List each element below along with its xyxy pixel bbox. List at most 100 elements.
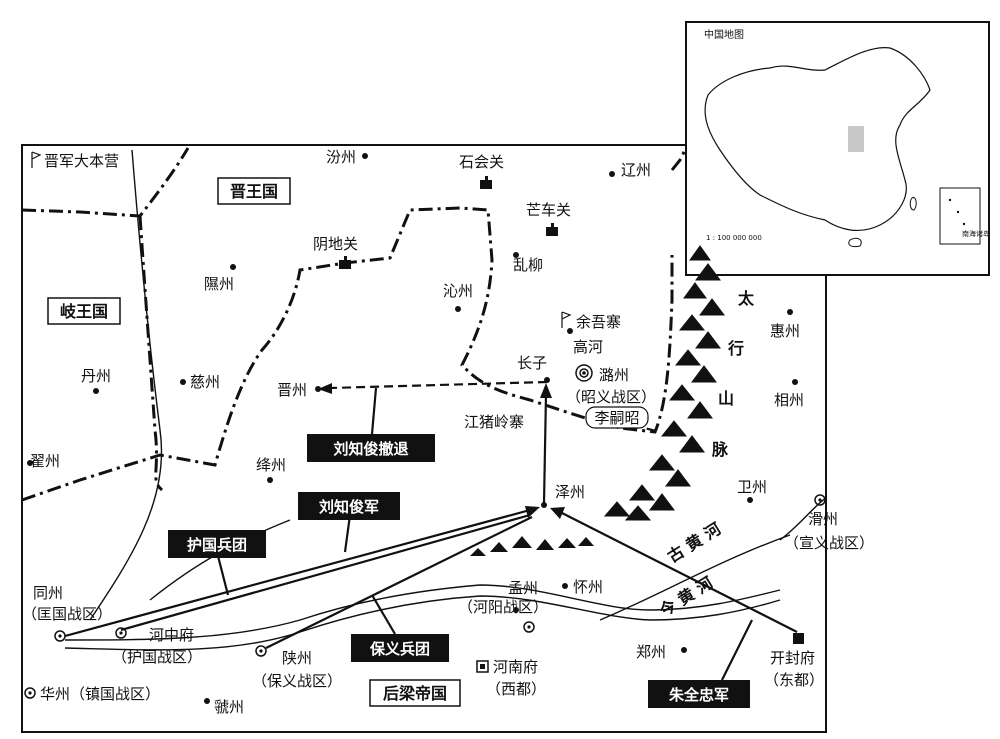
zezhou-to-zhangzi-route — [542, 393, 548, 504]
place-zhaoyi: （昭义战区） — [566, 388, 656, 406]
army-zhu: 朱全忠军 — [669, 686, 729, 704]
place-zhangzi: 长子 — [517, 354, 547, 372]
retreat-arrowhead — [318, 383, 332, 394]
flag-icon — [561, 311, 572, 328]
region-jin: 晋王国 — [230, 182, 278, 201]
place-luanliu: 乱柳 — [513, 256, 543, 274]
inset-scale: 1 : 100 000 000 — [706, 234, 762, 242]
place-tongzhou: 同州 — [33, 584, 63, 602]
river-west — [89, 149, 163, 621]
army-baoyi: 保义兵团 — [369, 640, 430, 658]
place-xidu: （西都） — [486, 680, 546, 698]
hainan-island — [848, 237, 862, 248]
place-huazhou-bottom: 华州（镇国战区） — [40, 685, 160, 703]
circle-markers — [24, 364, 826, 699]
leader-li — [605, 416, 661, 434]
town-dots — [27, 153, 798, 704]
baoyi-route — [265, 516, 533, 649]
place-kaifengfu: 开封府 — [770, 649, 815, 667]
border-jin-qi-upper — [21, 147, 190, 218]
place-huazhou-right: 滑州 — [808, 510, 838, 528]
small-mountains — [470, 536, 594, 556]
army-liu: 刘知俊军 — [319, 498, 379, 516]
region-box-houliang — [369, 679, 461, 707]
place-yindiguan: 阴地关 — [313, 235, 358, 253]
henanfu-marker-inner — [480, 664, 485, 669]
place-henanfu: 河南府 — [493, 658, 538, 676]
place-qinzhou: 沁州 — [443, 282, 473, 300]
army-huguo: 护国兵团 — [187, 536, 247, 554]
place-baoyi: （保义战区） — [252, 672, 342, 690]
army-box-liu — [298, 492, 400, 520]
border-northeast — [670, 147, 688, 171]
flag-icon — [31, 151, 42, 168]
place-jin-hq: 晋军大本营 — [44, 152, 119, 170]
place-mengzhou: 孟州 — [508, 579, 538, 597]
place-danzhou: 丹州 — [81, 367, 111, 385]
inset-title: 中国地图 — [704, 28, 744, 41]
place-gaohe: 高河 — [573, 338, 603, 356]
leader-huguo — [216, 555, 230, 596]
zezhou-to-zhangzi-arrowhead — [540, 383, 552, 398]
place-weizhou: 卫州 — [737, 478, 767, 496]
region-box-qi — [47, 297, 121, 325]
place-luzhou: 潞州 — [599, 366, 629, 384]
place-liaozhou: 辽州 — [621, 161, 651, 179]
taihang-mountains — [603, 245, 725, 521]
old-yellow-river — [779, 497, 827, 541]
place-jiangzhulingzhai: 江猪岭寨 — [464, 413, 524, 431]
place-xiangzhou: 相州 — [774, 391, 804, 409]
place-xizhou: 隰州 — [204, 275, 234, 293]
place-dongdu: （东都） — [764, 671, 824, 689]
sea-island-dot — [956, 210, 960, 214]
place-xuanyi: （宣义战区） — [784, 534, 874, 552]
army-box-baoyi — [351, 634, 449, 662]
place-heyang: （河阳战区） — [458, 598, 548, 616]
south-china-sea-box — [939, 187, 981, 245]
place-jiangzhou: 绛州 — [256, 456, 286, 474]
liu-army-route-a — [64, 508, 531, 638]
leader-baoyi — [371, 594, 396, 635]
current-yellow-river-south-bank — [64, 595, 781, 651]
taihang-char-4: 脉 — [711, 440, 729, 459]
zhu-army-route — [559, 511, 798, 633]
leader-liu-army — [343, 514, 352, 553]
place-huaizhou: 怀州 — [573, 578, 603, 596]
sea-island-dot — [948, 198, 952, 202]
region-houliang: 后梁帝国 — [383, 684, 447, 703]
place-yuwuzhai: 余吾寨 — [576, 313, 621, 331]
region-box-jin — [217, 177, 291, 205]
place-shanzhou: 陕州 — [282, 649, 312, 667]
taihang-char-2: 行 — [727, 339, 744, 358]
place-dizhou: 翟州 — [30, 452, 60, 470]
place-kuangguo: （匡国战区） — [22, 605, 112, 623]
place-fenzhou: 汾州 — [326, 148, 356, 166]
place-mangcheguan: 芒车关 — [526, 201, 571, 219]
liu-army-arrowhead — [525, 506, 540, 518]
army-box-retreat — [307, 434, 435, 462]
south-china-sea-label: 南海诸岛 — [962, 229, 990, 238]
place-jinzhou: 晋州 — [277, 381, 307, 399]
leader-zhu — [721, 619, 753, 681]
zhu-army-arrowhead — [550, 507, 565, 519]
place-cizhou: 慈州 — [190, 373, 220, 391]
liu-army-route-b — [120, 513, 531, 632]
li-sizhao-box — [585, 406, 649, 429]
taihang-char-3: 山 — [718, 389, 734, 408]
current-yellow-river-north-bank — [64, 584, 781, 641]
army-retreat: 刘知俊撤退 — [333, 440, 408, 458]
china-outline — [704, 47, 931, 232]
region-qi: 岐王国 — [60, 302, 108, 321]
place-zhengzhou: 郑州 — [636, 643, 666, 661]
circle-marker-centers — [28, 371, 822, 695]
place-huizhou: 惠州 — [770, 322, 800, 340]
place-guozhou: 虢州 — [214, 698, 244, 716]
taihang-char-1: 太 — [737, 289, 755, 308]
place-zezhou: 泽州 — [555, 483, 585, 501]
taiwan-island — [909, 196, 917, 211]
place-li-sizhao: 李嗣昭 — [594, 409, 639, 427]
place-hezhongfu: 河中府 — [149, 626, 194, 644]
pass-symbols — [339, 176, 804, 644]
highlight-region — [848, 126, 864, 152]
